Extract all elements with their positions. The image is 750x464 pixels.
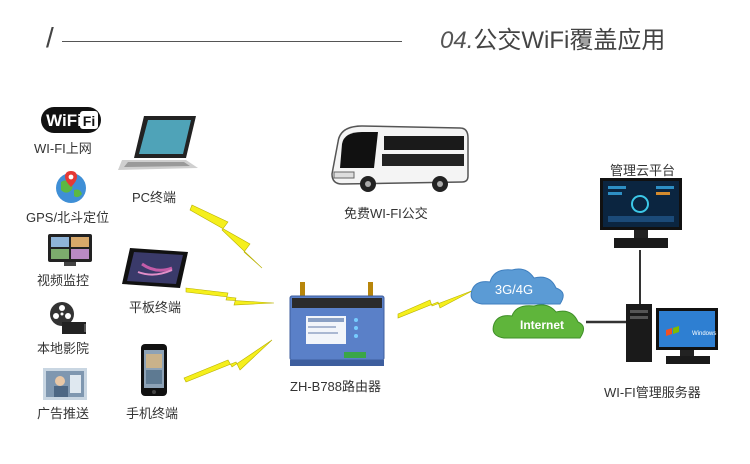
label-pc: PC终端	[132, 190, 177, 205]
label-phone: 手机终端	[126, 406, 179, 421]
film-reel-icon	[50, 302, 86, 334]
lightning-tablet-icon	[185, 287, 275, 306]
wifi-logo-icon: WiFi Fi	[41, 107, 101, 133]
laptop-icon	[118, 116, 198, 170]
title-number: 04.	[440, 27, 474, 54]
lightning-phone-icon	[183, 339, 273, 383]
video-monitor-icon	[48, 234, 92, 266]
cloud-platform-monitor-icon	[600, 178, 682, 248]
svg-text:Fi: Fi	[83, 113, 95, 129]
cloud-network-icon: 3G/4G Internet	[470, 268, 584, 339]
label-video: 视频监控	[37, 273, 90, 288]
page-title: 04.公交WiFi覆盖应用	[440, 20, 665, 55]
label-gps: GPS/北斗定位	[26, 210, 110, 225]
tablet-icon	[122, 248, 188, 288]
phone-icon	[141, 344, 167, 396]
header-slash: /	[46, 22, 54, 53]
bus-icon	[331, 125, 469, 192]
label-router: ZH-B788路由器	[290, 379, 382, 394]
svg-text:Windows: Windows	[692, 331, 716, 337]
management-server-icon: Windows	[626, 304, 718, 364]
label-ads: 广告推送	[37, 406, 90, 421]
cloud-3g4g-label: 3G/4G	[495, 282, 533, 297]
label-server: WI-FI管理服务器	[604, 385, 701, 400]
label-tablet: 平板终端	[129, 300, 182, 315]
router-device-icon	[289, 282, 385, 366]
title-text: 公交WiFi覆盖应用	[473, 27, 666, 54]
lightning-pc-icon	[189, 204, 263, 269]
gps-globe-icon	[56, 171, 86, 203]
label-bus: 免费WI-FI公交	[344, 206, 428, 221]
label-cinema: 本地影院	[37, 341, 90, 356]
label-cloud-platform: 管理云平台	[610, 163, 676, 178]
header-rule	[62, 41, 402, 42]
wifi-logo-text: WiFi	[46, 111, 82, 130]
advertising-photo-icon	[43, 368, 87, 400]
lightning-cloud-icon	[397, 289, 475, 319]
cloud-internet-label: Internet	[520, 318, 564, 332]
label-wifi: WI-FI上网	[34, 141, 92, 156]
